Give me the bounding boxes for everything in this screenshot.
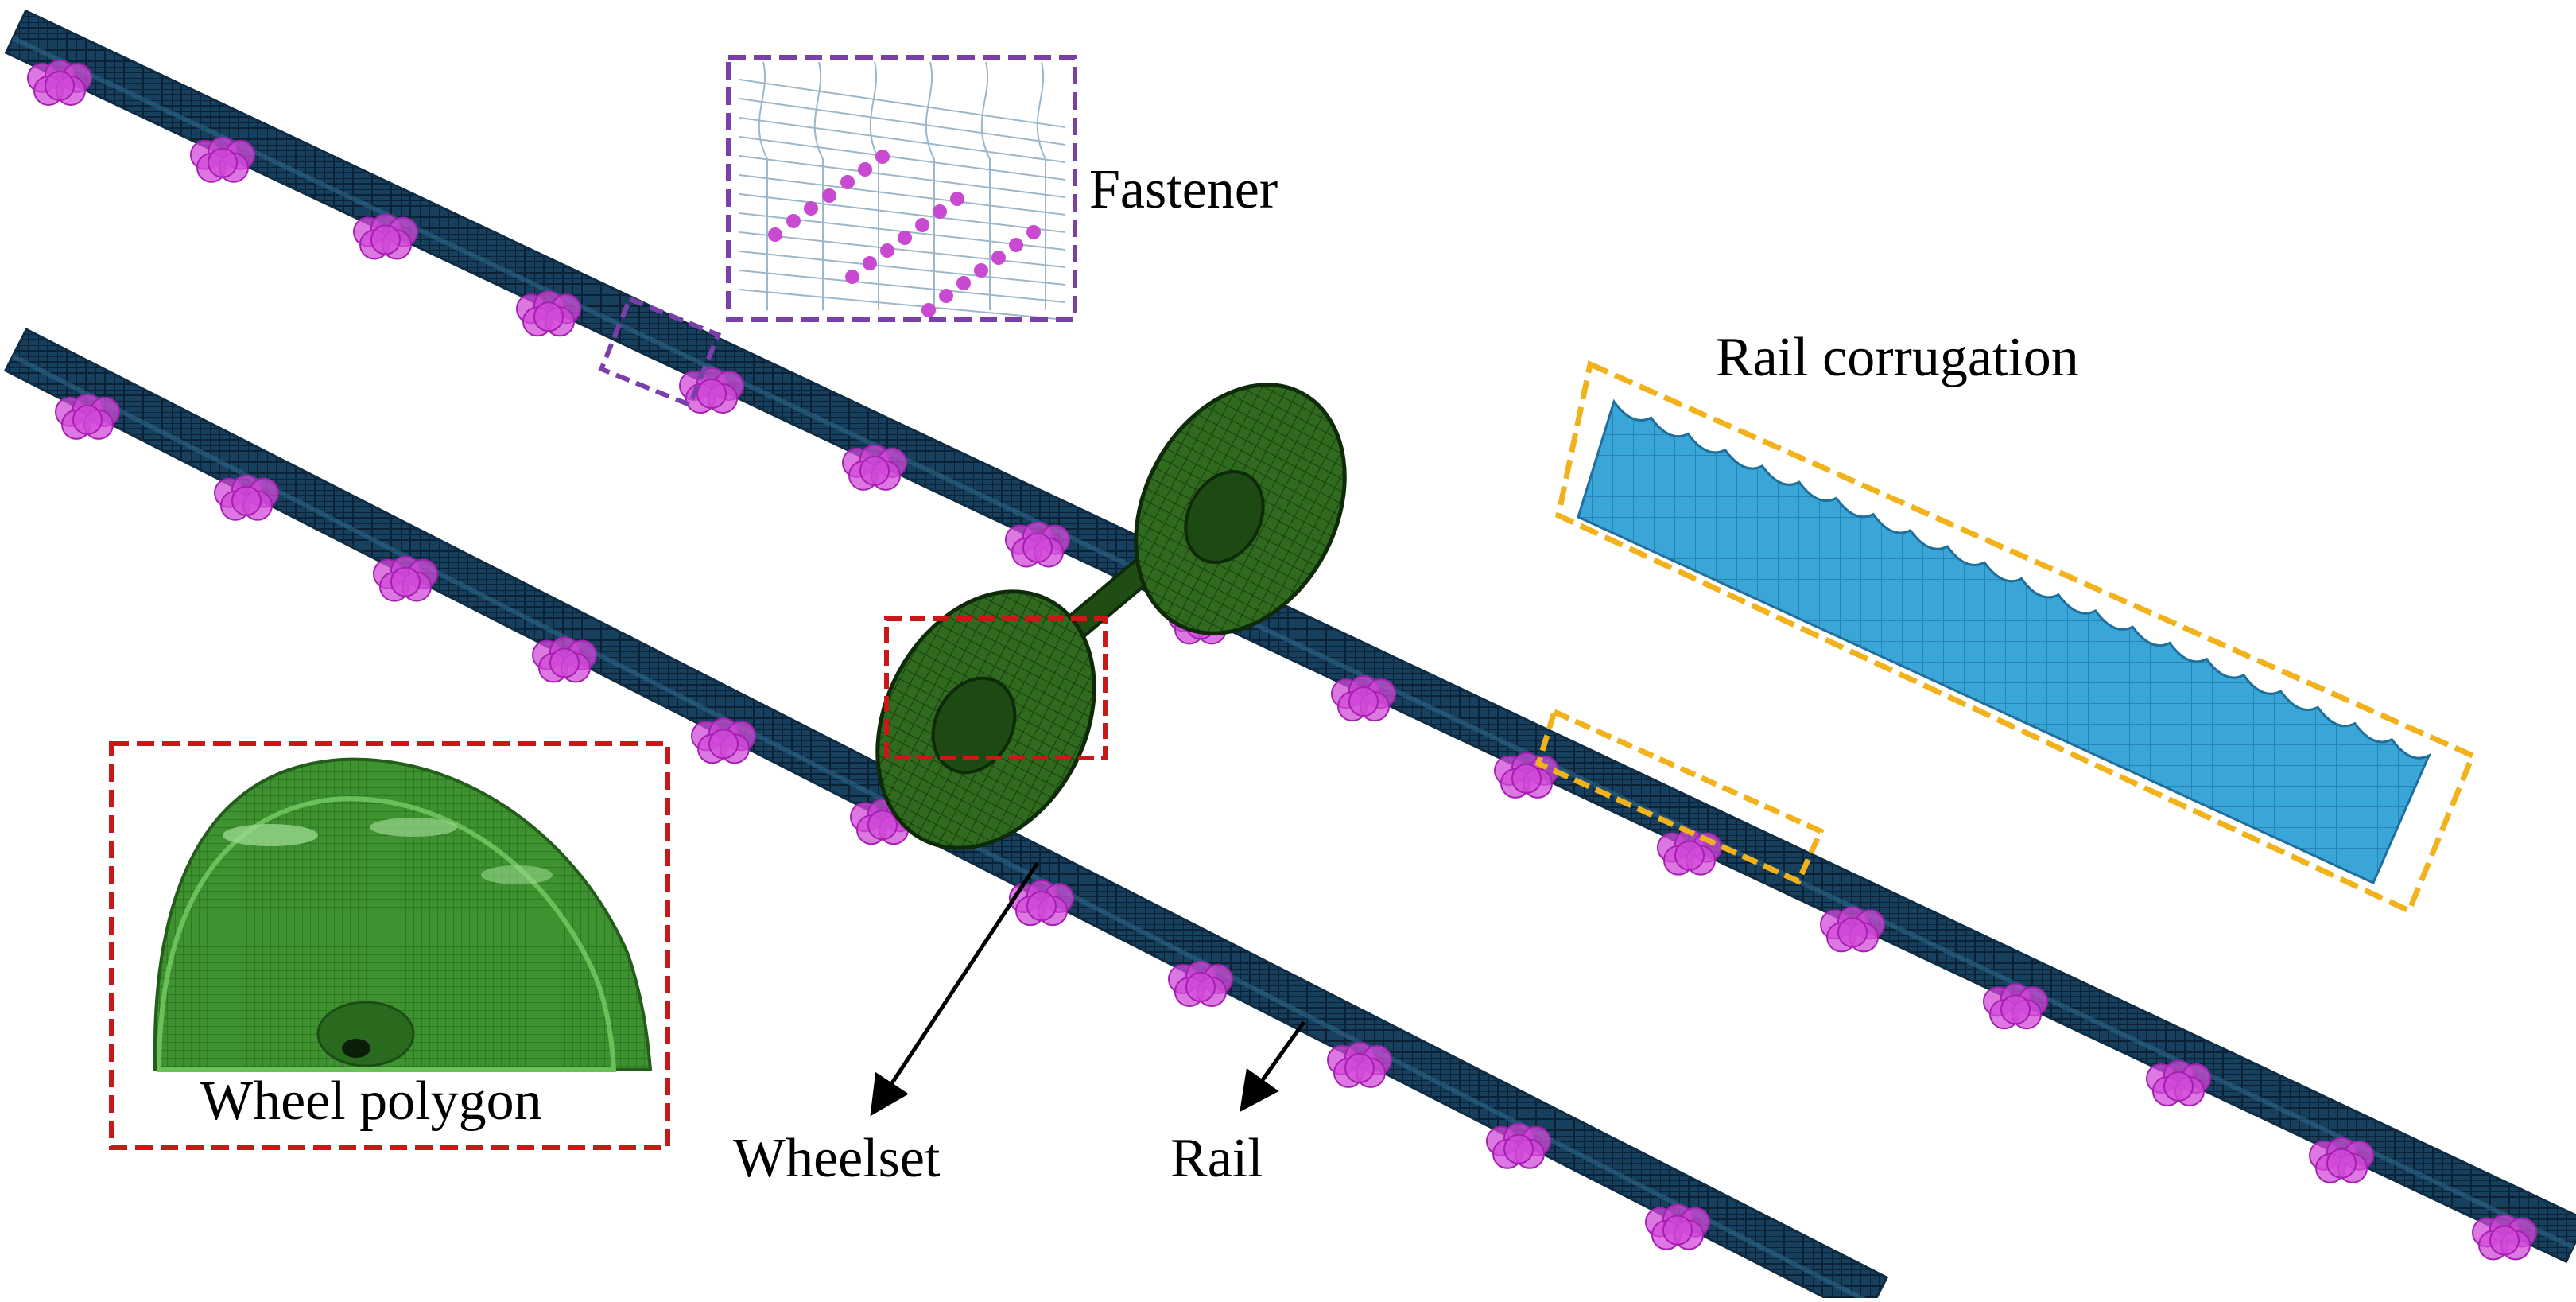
fastener-node: [214, 474, 279, 521]
fastener-node: [2472, 1214, 2537, 1261]
fastener-node: [1168, 961, 1233, 1008]
wheel-highlight-box: [884, 616, 1108, 760]
fastener-node: [1327, 1041, 1392, 1088]
rail-upper-highlight: [12, 36, 2574, 1250]
fastener-label: Fastener: [1089, 159, 1278, 220]
fastener-node: [373, 555, 438, 602]
fastener-node: [691, 717, 756, 764]
rail-corrugation-inset: [1555, 360, 2477, 915]
rail-corrugation-icon: [1577, 398, 2432, 885]
wheel-polygon-inset-box: [109, 741, 670, 1150]
fastener-icon: [739, 61, 1066, 321]
fastener-node: [516, 290, 581, 337]
wheel-polygon-label: Wheel polygon: [200, 1071, 542, 1132]
fastener-node: [1331, 675, 1396, 722]
wheel-polygon-inset: [109, 741, 670, 1150]
fastener-node: [842, 444, 907, 491]
fastener-inset: [726, 55, 1077, 322]
fastener-node: [1486, 1122, 1551, 1169]
rail-arrow: [1240, 1020, 1306, 1113]
wheel-polygon-icon: [153, 757, 653, 1072]
fastener-node: [1494, 752, 1559, 799]
wheelset-far-hub: [1184, 469, 1265, 565]
fastener-node: [679, 367, 744, 414]
fastener-highlight-box: [598, 296, 722, 408]
fastener-node: [1657, 829, 1722, 876]
fastener-node: [1005, 521, 1070, 568]
fastener-node: [2146, 1059, 2211, 1106]
fastener-node: [27, 59, 92, 106]
rail-label: Rail: [1170, 1128, 1263, 1189]
fastener-node: [1820, 906, 1885, 953]
fastener-node: [55, 393, 120, 440]
wheelset-arrow: [870, 861, 1040, 1117]
fastener-node: [1009, 880, 1074, 927]
fastener-node: [353, 213, 418, 260]
fastener-node: [2309, 1137, 2374, 1183]
fastener-node: [1983, 983, 2048, 1030]
fastener-node: [1645, 1203, 1710, 1250]
wheelset-near-hub: [931, 676, 1017, 775]
rail-corrugation-inset-box: [1555, 360, 2477, 915]
corrugation-highlight-box: [1534, 708, 1825, 885]
rail-corrugation-label: Rail corrugation: [1716, 327, 2079, 388]
fastener-node: [532, 636, 597, 683]
wheelset-label: Wheelset: [733, 1128, 941, 1189]
fastener-node: [190, 136, 255, 183]
wheelset-icon: [875, 383, 1347, 850]
